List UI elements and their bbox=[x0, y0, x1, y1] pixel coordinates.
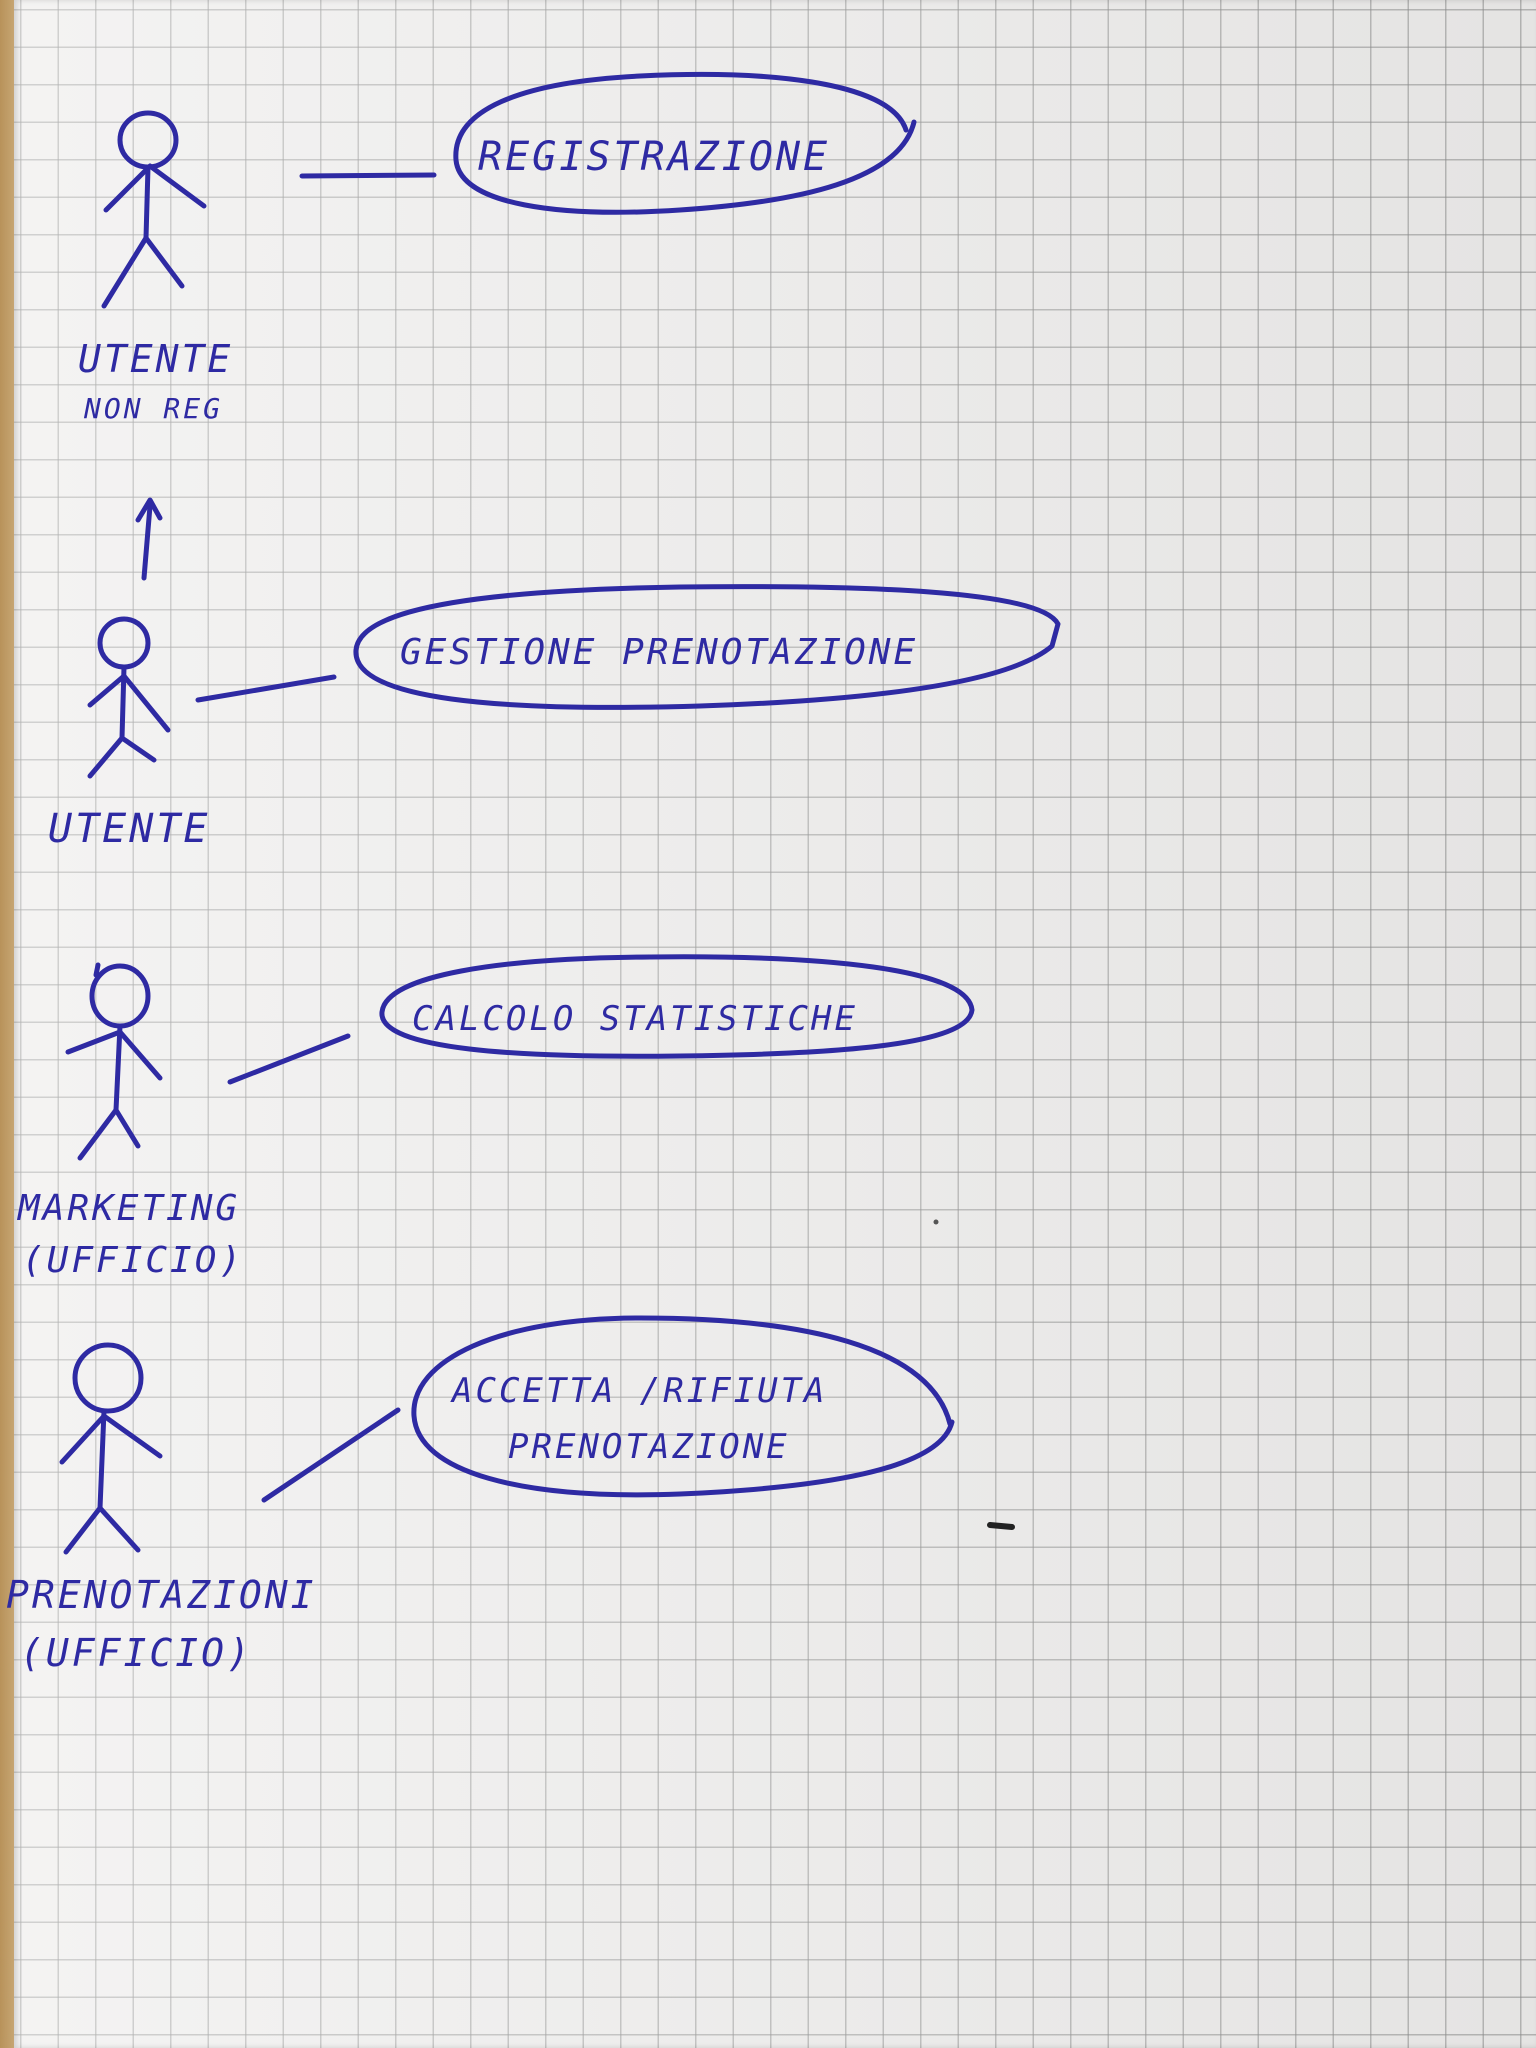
use-case-gestione-prenotazione: GESTIONE PRENOTAZIONE bbox=[353, 584, 1061, 710]
use-case-ellipse bbox=[379, 954, 975, 1059]
grid-paper bbox=[14, 0, 1536, 2048]
actor-label: MARKETING bbox=[16, 1188, 240, 1229]
use-case-label: GESTIONE PRENOTAZIONE bbox=[400, 632, 918, 673]
use-case-registrazione: REGISTRAZIONE bbox=[453, 71, 917, 215]
actor-marketing: MARKETING (UFFICIO) bbox=[16, 962, 244, 1281]
use-case-label: CALCOLO STATISTICHE bbox=[412, 999, 858, 1039]
association-line bbox=[299, 172, 437, 179]
ink-mark bbox=[987, 1522, 1015, 1530]
stick-figure-icon bbox=[59, 1342, 163, 1555]
association-line bbox=[261, 1407, 401, 1503]
actor-label-sub: (UFFICIO) bbox=[20, 1631, 253, 1675]
generalization-arrow bbox=[135, 497, 163, 581]
use-case-label: ACCETTA /RIFIUTA bbox=[450, 1371, 828, 1411]
stick-figure-icon bbox=[101, 110, 207, 309]
actor-label: UTENTE bbox=[48, 806, 211, 852]
use-case-ellipse bbox=[411, 1315, 955, 1498]
stick-figure-icon bbox=[87, 616, 171, 779]
actor-prenotazioni: PRENOTAZIONI (UFFICIO) bbox=[6, 1342, 317, 1675]
actor-label-sub: NON REG bbox=[83, 392, 223, 425]
association-line bbox=[195, 674, 337, 703]
associations bbox=[195, 172, 437, 1503]
use-case-ellipse bbox=[353, 584, 1061, 710]
actor-label: PRENOTAZIONI bbox=[6, 1573, 317, 1617]
stick-figure-icon bbox=[65, 962, 163, 1161]
actor-label-sub: (UFFICIO) bbox=[22, 1240, 244, 1281]
actor-utente-non-reg: UTENTE NON REG bbox=[78, 110, 233, 425]
association-line bbox=[227, 1033, 351, 1085]
use-case-accetta-rifiuta: ACCETTA /RIFIUTA PRENOTAZIONE bbox=[411, 1315, 955, 1498]
actor-label: UTENTE bbox=[78, 337, 233, 381]
use-case-ellipse bbox=[453, 71, 917, 215]
use-case-calcolo-statistiche: CALCOLO STATISTICHE bbox=[379, 954, 975, 1059]
ink-dot bbox=[933, 1219, 939, 1225]
actor-utente: UTENTE bbox=[48, 616, 211, 852]
use-case-label: REGISTRAZIONE bbox=[478, 134, 830, 180]
use-case-label-line2: PRENOTAZIONE bbox=[508, 1427, 790, 1467]
